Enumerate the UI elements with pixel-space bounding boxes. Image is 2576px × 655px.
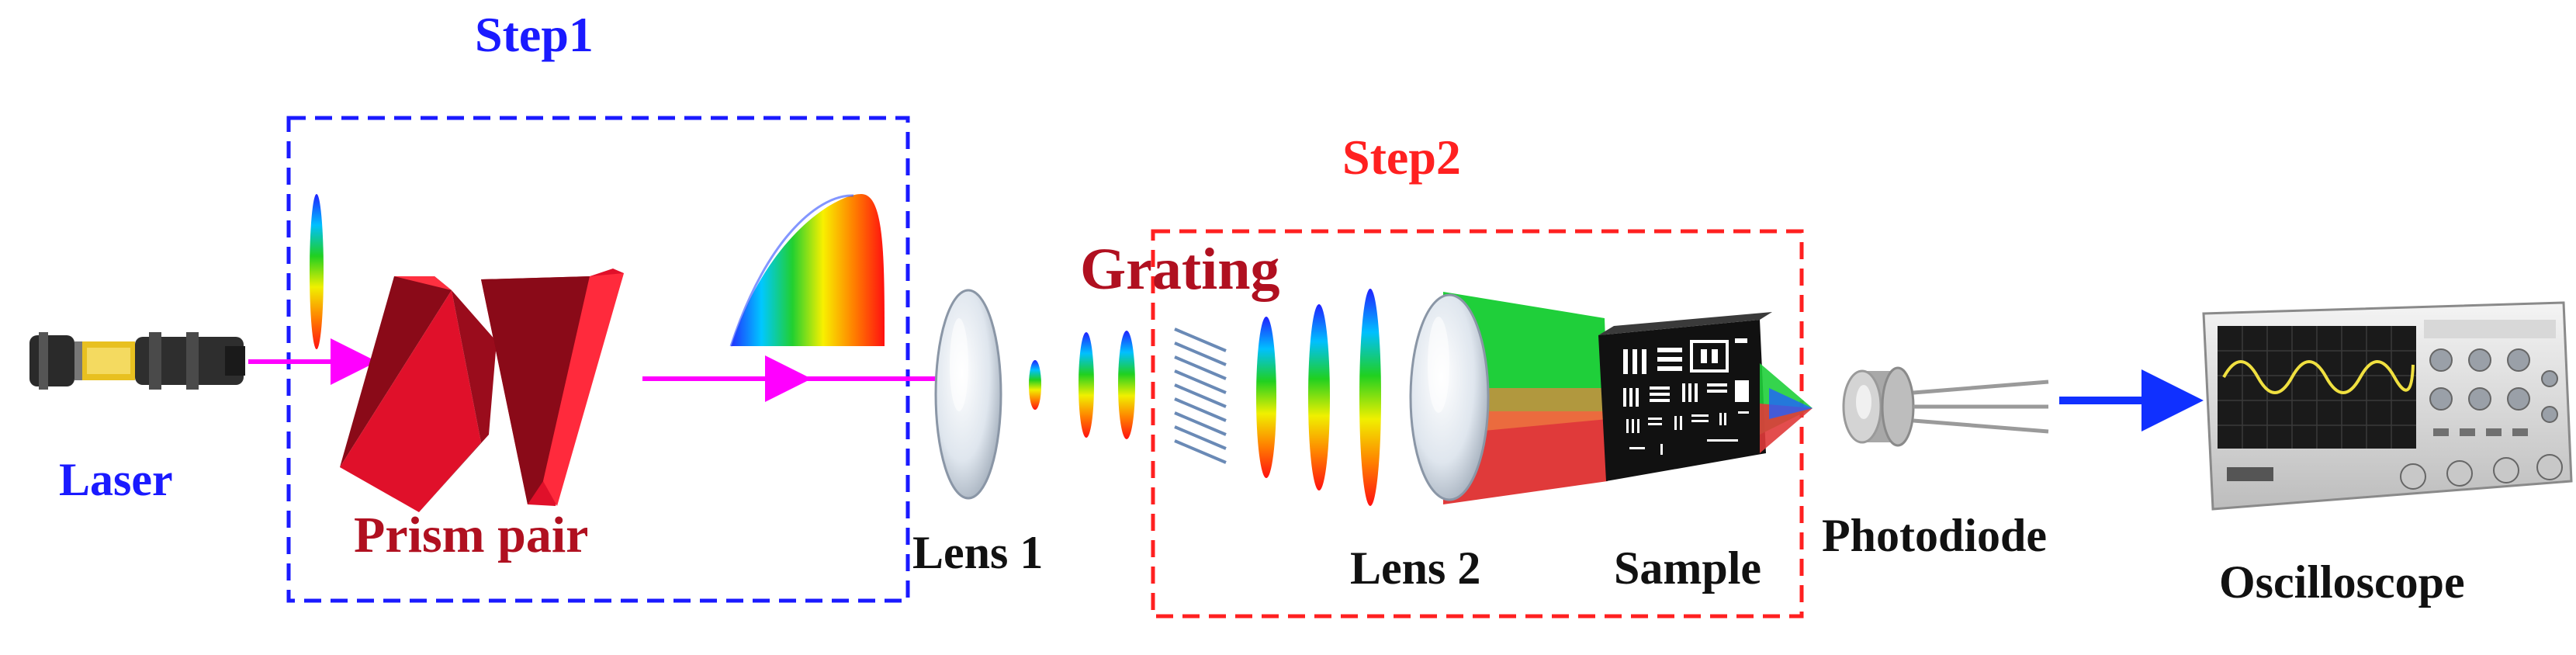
step2-box <box>1151 229 1804 619</box>
photodiode-label: Photodiode <box>1822 510 2048 561</box>
grating-icon <box>1174 328 1227 464</box>
pulse-icon <box>1256 317 1276 478</box>
pulse-icon <box>1308 304 1330 490</box>
prism-pair-label: Prism pair <box>354 507 589 563</box>
step1-label: Step1 <box>475 7 594 62</box>
oscilloscope-icon <box>2202 301 2573 511</box>
oscilloscope-label: Oscilloscope <box>2219 556 2465 608</box>
photodiode-icon <box>1842 366 2049 447</box>
pulse-icon <box>1118 331 1135 439</box>
short-pulse-spectrum-icon <box>310 194 324 349</box>
pulse-icon <box>1359 289 1381 506</box>
lens2-label: Lens 2 <box>1350 542 1481 594</box>
resolution-target-icon <box>1598 312 1772 481</box>
lens-icon <box>1409 293 1490 501</box>
laser-label: Laser <box>59 454 173 505</box>
prism-icon <box>340 276 497 512</box>
laser-module-icon <box>29 332 245 390</box>
prism-icon <box>481 269 624 506</box>
sample-label: Sample <box>1614 542 1762 594</box>
spectrum-bell-icon <box>731 194 885 346</box>
step2-label: Step2 <box>1342 130 1461 185</box>
lens-icon <box>934 289 1002 500</box>
lens1-label: Lens 1 <box>912 527 1044 578</box>
pulse-icon <box>1029 360 1041 410</box>
grating-label: Grating <box>1080 237 1280 302</box>
pulse-icon <box>1079 332 1094 438</box>
